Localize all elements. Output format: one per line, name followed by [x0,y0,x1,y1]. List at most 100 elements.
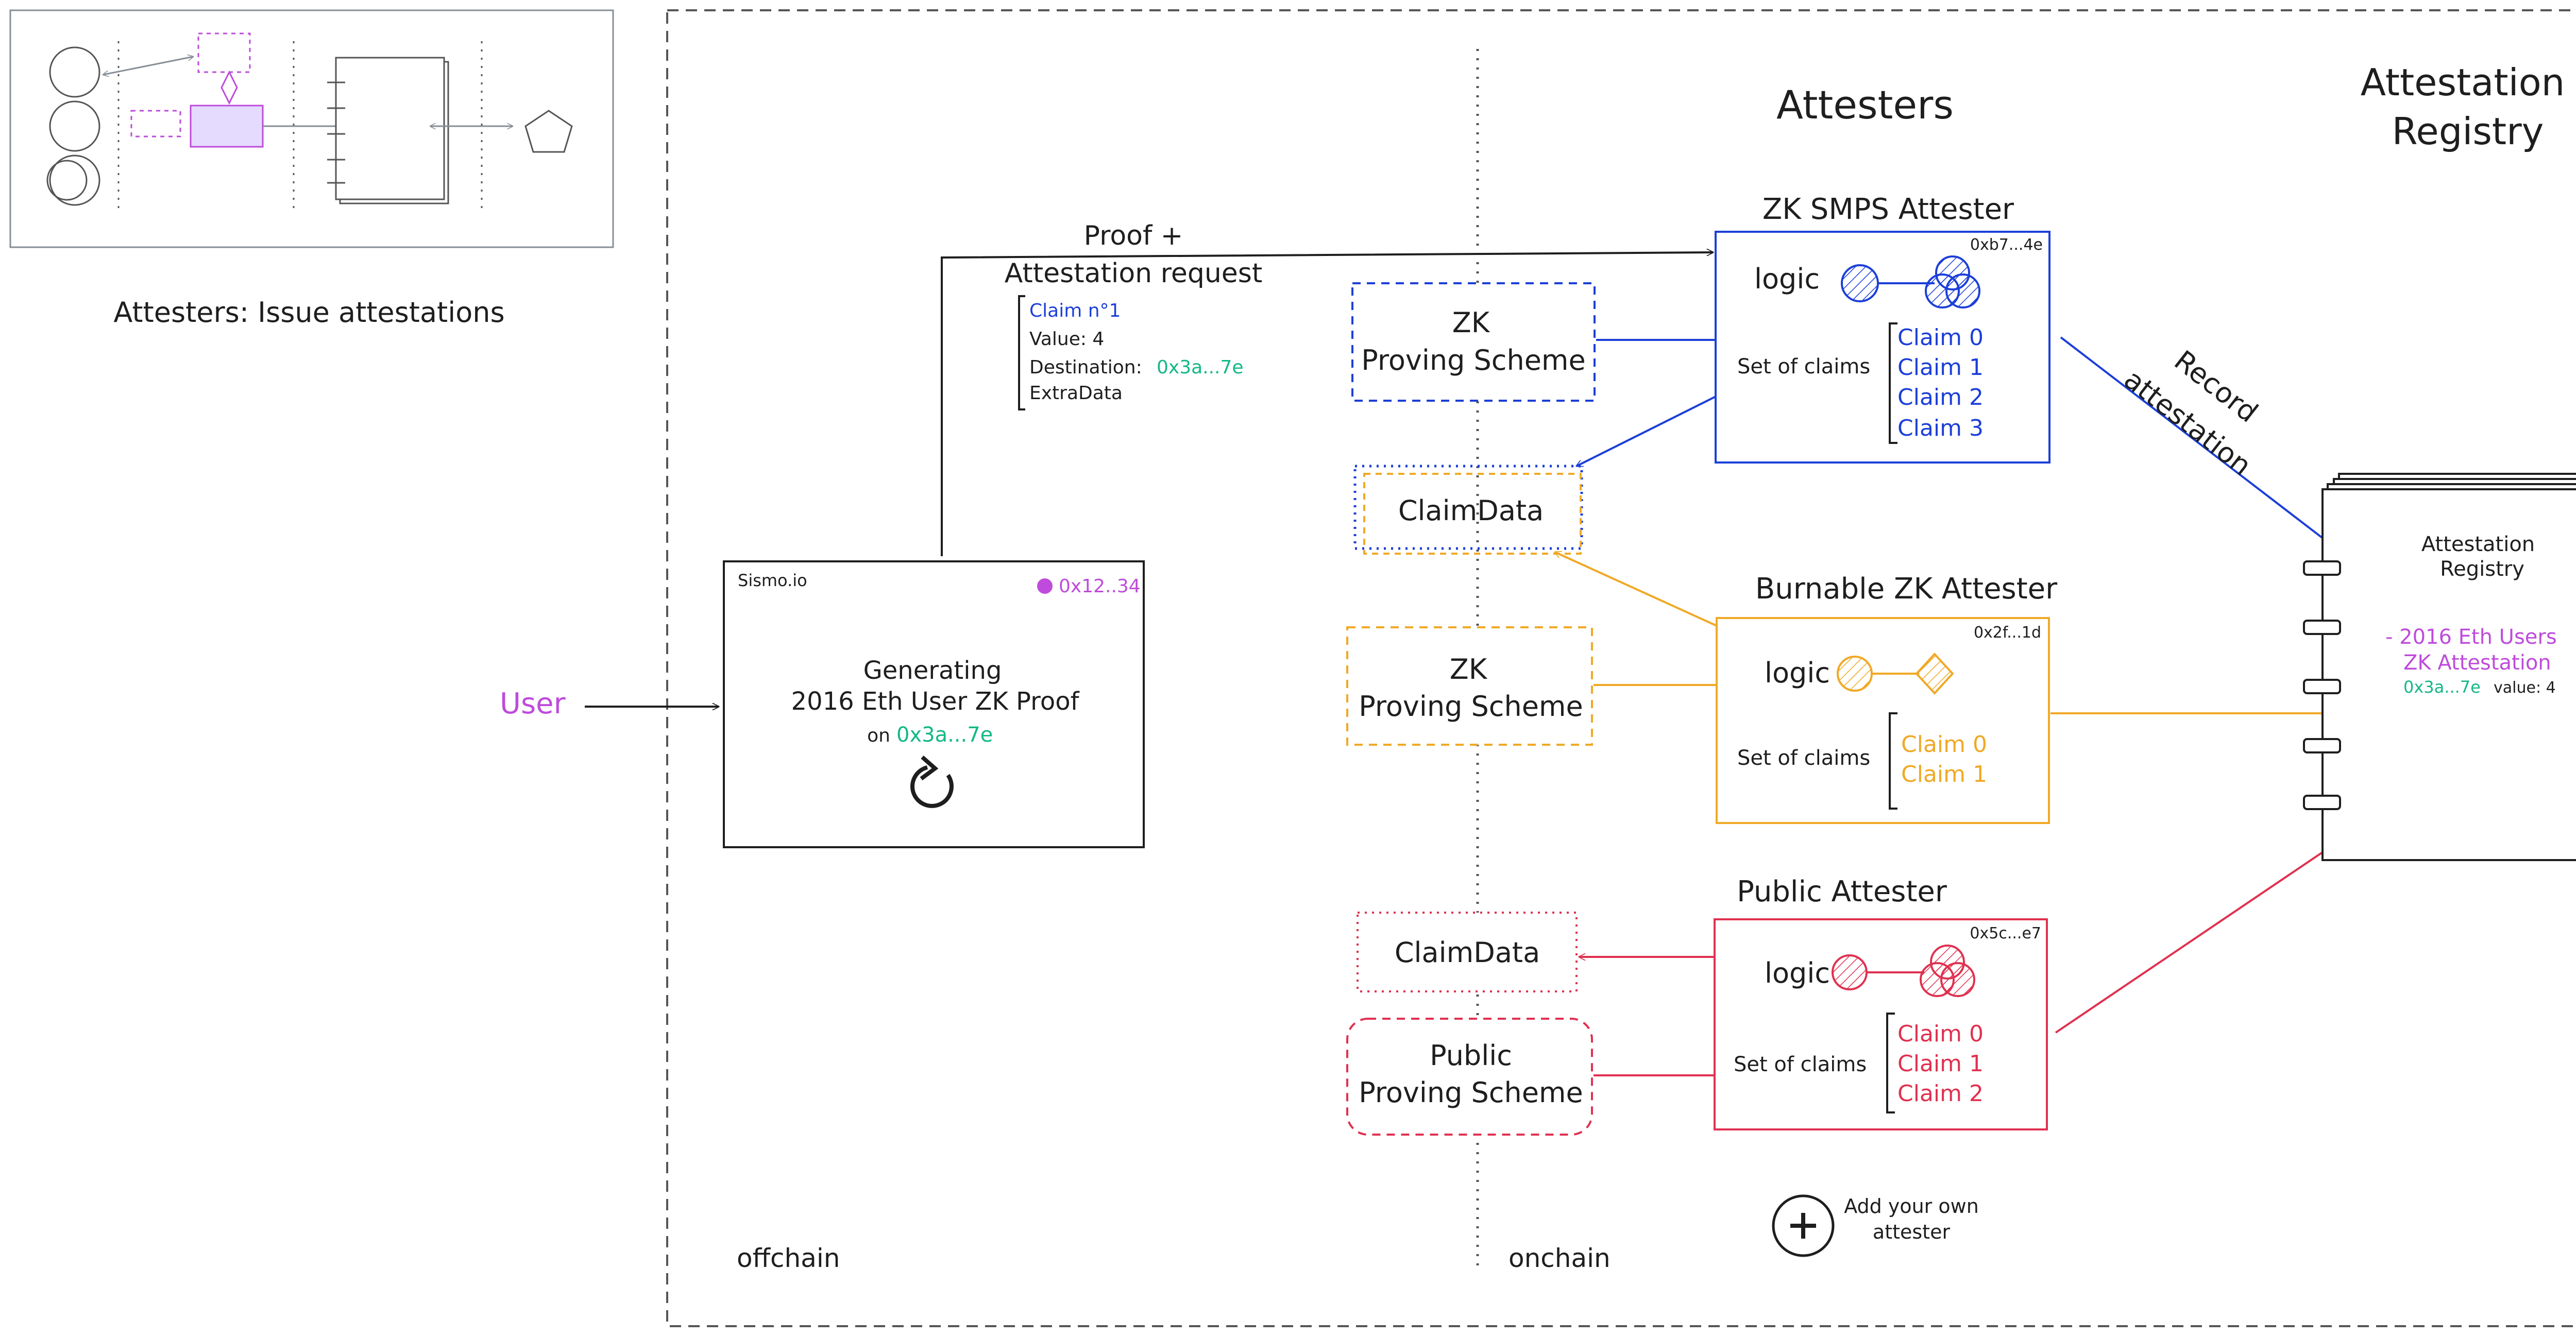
add-attester-label-1: Add your own [1844,1195,1979,1218]
public-claims-label: Set of claims [1734,1053,1867,1076]
zk-smps-proving-2: Proving Scheme [1361,344,1586,376]
registry-entry-2: ZK Attestation [2403,651,2551,675]
burnable-zk-attester: Burnable ZK Attester 0x2f...1d logic Set… [1346,552,2385,824]
public-box [1714,918,2048,1130]
burnable-box [1716,617,2050,824]
sismo-proof-title: 2016 Eth User ZK Proof [791,687,1080,716]
venn-icon [1945,273,1980,308]
onchain-label: onchain [1509,1243,1611,1273]
request-destination-label: Destination: [1029,357,1142,378]
refresh-icon[interactable] [910,755,954,808]
attesters-header: Attesters [1776,82,1954,128]
thumbnail-arrow [103,57,193,75]
zk-smps-claim: Claim 2 [1897,384,1984,410]
registry-cover [2321,488,2576,861]
overview-thumbnail [9,9,614,248]
registry-header-1: Attestation [2361,61,2565,104]
thumbnail-purple-box [190,105,264,148]
request-title-2: Attestation request [1005,258,1263,289]
zk-smps-claimdata-arrow [1577,396,1716,467]
thumbnail-circle [49,46,100,98]
registry-ring [2303,560,2341,576]
user-label: User [500,687,566,721]
sismo-brand: Sismo.io [738,571,807,590]
request-extradata: ExtraData [1029,383,1123,404]
thumbnail-diamond [221,70,238,105]
zk-smps-attester: ZK SMPS Attester 0xb7...4e logic Set of … [1351,193,2050,555]
sismo-on-label: on [867,725,890,746]
venn-icon [1841,264,1879,302]
thumbnail-pentagon [524,110,573,153]
zk-smps-address: 0xb7...4e [1970,236,2043,254]
registry-entry-value: value: 4 [2494,679,2556,697]
public-title: Public Attester [1737,875,1947,909]
zk-smps-claim: Claim 1 [1897,354,1984,381]
venn-icon [1832,954,1868,990]
burnable-claim: Claim 0 [1901,731,1987,758]
request-arrow [941,252,1713,556]
main-frame [666,9,2576,1327]
public-claim: Claim 1 [1897,1051,1984,1077]
zk-smps-claimdata: ClaimData [1398,494,1544,527]
thumbnail-caption: Attesters: Issue attestations [113,296,504,329]
public-claimdata: ClaimData [1395,936,1540,969]
burnable-title: Burnable ZK Attester [1755,572,2058,606]
zk-smps-box [1715,231,2050,464]
registry-book-title-1: Attestation [2421,533,2535,556]
registry-header-2: Registry [2392,110,2544,153]
zk-smps-proving-scheme [1351,282,1596,402]
public-address: 0x5c...e7 [1970,924,2041,942]
thumbnail-dashed-box [130,110,181,138]
request-destination-address: 0x3a...7e [1157,357,1244,378]
registry-book-title-2: Registry [2440,557,2524,581]
zk-smps-claims-label: Set of claims [1737,355,1870,379]
diamond-icon [1915,653,1954,695]
request-bracket [1018,295,1025,410]
public-proving-1: Public [1430,1039,1512,1072]
public-logic: logic [1765,957,1830,989]
sismo-generating: Generating [863,656,1002,685]
burnable-claims-label: Set of claims [1737,746,1870,770]
zk-smps-claim: Claim 0 [1897,324,1984,351]
request-value: Value: 4 [1029,329,1104,350]
burnable-proving-scheme [1346,626,1593,746]
public-proving-scheme [1346,1018,1593,1136]
attestation-registry-book: Attestation Registry - 2016 Eth Users ZK… [2303,473,2576,861]
thumbnail-book [335,57,445,200]
sismo-address: 0x12..34 [1059,576,1141,597]
registry-entry-address: 0x3a...7e [2403,677,2481,697]
logic-node-icon [1837,656,1873,692]
add-attester-label-2: attester [1873,1221,1951,1243]
public-attester: Public Attester 0x5c...e7 logic Set of c… [1346,785,2421,1136]
zk-smps-proving-1: ZK [1452,306,1490,339]
thumbnail-circle [49,155,100,206]
registry-ring [2303,679,2341,694]
public-proving-2: Proving Scheme [1359,1076,1583,1109]
registry-ring [2303,795,2341,810]
request-title-1: Proof + [1084,220,1183,251]
thumbnail-dashed-box [197,32,251,73]
venn-icon [1940,962,1975,997]
burnable-claim: Claim 1 [1901,761,1987,787]
public-claimdata-box [1357,912,1578,992]
burnable-proving-2: Proving Scheme [1359,690,1583,723]
request-claim: Claim n°1 [1029,300,1121,321]
add-attester-button[interactable] [1772,1194,1835,1257]
claimdata-box-orange [1363,473,1582,555]
public-claim: Claim 0 [1897,1021,1984,1047]
burnable-address: 0x2f...1d [1974,624,2041,642]
burnable-logic: logic [1765,657,1830,689]
sismo-app-box [723,560,1145,848]
public-claim: Claim 2 [1897,1081,1984,1107]
thumbnail-circle [46,160,88,201]
zk-smps-logic: logic [1754,263,1820,295]
offchain-label: offchain [737,1243,840,1273]
wallet-dot-icon [1037,578,1053,594]
registry-ring [2303,738,2341,753]
registry-ring [2303,620,2341,635]
burnable-proving-1: ZK [1450,653,1488,685]
thumbnail-circle [49,100,100,152]
zk-smps-claim: Claim 3 [1897,415,1984,441]
zk-smps-title: ZK SMPS Attester [1762,193,2014,226]
